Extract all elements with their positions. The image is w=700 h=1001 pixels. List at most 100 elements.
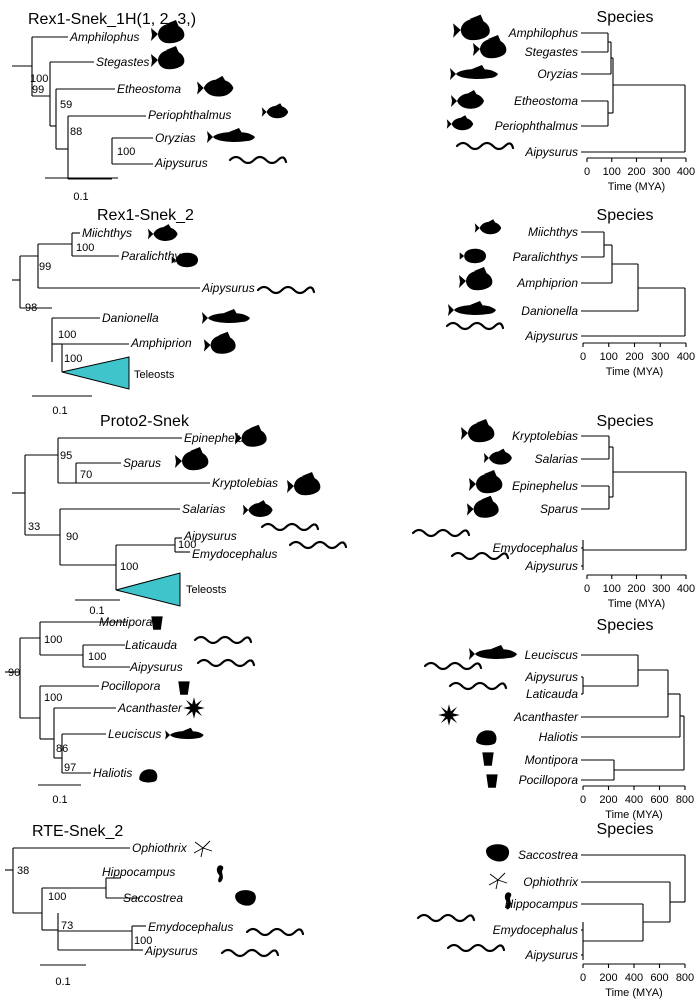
scale-label: 0.1 (52, 794, 67, 806)
bootstrap-value: 38 (17, 865, 29, 877)
fish-icon (461, 419, 495, 443)
bootstrap-value: 100 (76, 242, 94, 254)
tip-label: Leuciscus (108, 727, 161, 741)
collapsed-clade-triangle (115, 572, 181, 607)
tip-label: Stegastes (525, 45, 578, 59)
fish-icon (202, 309, 250, 324)
bootstrap-value: 100 (88, 651, 106, 663)
collapsed-clade-triangle (61, 356, 130, 390)
axis-title: Time (MYA) (608, 598, 665, 610)
fish-icon (287, 472, 321, 496)
fish-icon (451, 90, 484, 109)
fish-icon (446, 115, 474, 131)
axis-tick-label: 800 (676, 794, 694, 806)
tip-label: Aipysurus (524, 559, 578, 573)
tip-label: Miichthys (528, 225, 578, 239)
bootstrap-value: 70 (80, 469, 92, 481)
bootstrap-value: 95 (60, 450, 72, 462)
panel-4: 100Montipora100LaticaudaAipysurus90100Po… (5, 612, 694, 821)
tip-label: Pocillopora (519, 773, 579, 787)
axis-title: Time (MYA) (605, 809, 662, 821)
snake-icon (196, 658, 256, 668)
axis-tick-label: 0 (580, 351, 586, 363)
tip-label: Amphilophus (508, 26, 578, 40)
scale-label: 0.1 (89, 605, 104, 617)
axis-tick-label: 200 (599, 972, 617, 984)
tip-label: Paralichthys (121, 249, 186, 263)
axis-tick-label: 600 (650, 972, 668, 984)
bootstrap-value: 100 (48, 891, 66, 903)
panel-3: Proto2-Snek95EpinephelusSparus70Kryptole… (12, 413, 695, 617)
collapsed-clade-label: Teleosts (134, 369, 175, 381)
snake-icon (245, 927, 305, 937)
tip-label: Emydocephalus (493, 923, 578, 937)
tip-label: Saccostrea (123, 891, 183, 905)
bootstrap-value: 90 (66, 531, 78, 543)
bootstrap-value: 100 (178, 539, 196, 551)
axis-title: Time (MYA) (605, 987, 662, 999)
bootstrap-value: 99 (39, 261, 51, 273)
fish-icon (450, 65, 498, 80)
bootstrap-value: 100 (120, 561, 138, 573)
axis-tick-label: 600 (650, 794, 668, 806)
species-tree-title: Species (597, 207, 654, 224)
snake-icon (450, 551, 510, 561)
tip-label: Pocillopora (101, 679, 161, 693)
bootstrap-value: 90 (8, 667, 20, 679)
axis-tick-label: 300 (651, 351, 669, 363)
bootstrap-value: 100 (134, 935, 152, 947)
tip-label: Leuciscus (525, 648, 578, 662)
tip-label: Saccostrea (518, 848, 578, 862)
tip-label: Ophiothrix (523, 875, 579, 889)
tip-label: Kryptolebias (212, 476, 278, 490)
tip-label: Paralichthys (513, 250, 578, 264)
oyster-icon (235, 890, 256, 906)
bootstrap-value: 100 (44, 634, 62, 646)
fish-icon (448, 301, 496, 316)
shell-icon (139, 769, 158, 783)
tip-label: Aipysurus (201, 281, 255, 295)
bootstrap-value: 88 (70, 126, 82, 138)
tip-label: Oryzias (155, 131, 196, 145)
tip-label: Acanthaster (117, 701, 183, 715)
tip-label: Danionella (102, 311, 159, 325)
tip-label: Salarias (535, 452, 578, 466)
axis-title: Time (MYA) (606, 366, 663, 378)
tip-label: Haliotis (539, 730, 578, 744)
axis-tick-label: 200 (627, 583, 645, 595)
tip-label: Salarias (182, 502, 225, 516)
species-tree-title: Species (597, 9, 654, 26)
panel-5: RTE-Snek_2Ophiothrix38100HippocampusSacc… (5, 821, 694, 999)
panel-1: Rex1-Snek_1H(1, 2, 3,)Amphilophus99Stega… (12, 9, 695, 203)
bootstrap-value: 59 (60, 99, 72, 111)
tip-label: Sparus (123, 456, 161, 470)
snake-icon (228, 155, 288, 165)
tip-label: Aipysurus (144, 944, 198, 958)
shell-icon (476, 730, 497, 746)
species-tree-title: Species (597, 617, 654, 634)
axis-tick-label: 800 (676, 972, 694, 984)
coral-icon (484, 770, 500, 788)
snake-icon (288, 540, 348, 550)
axis-tick-label: 400 (625, 794, 643, 806)
axis-tick-label: 0 (580, 794, 586, 806)
tip-label: Haliotis (93, 766, 132, 780)
tip-label: Epinephelus (512, 479, 578, 493)
snake-icon (256, 285, 316, 295)
tip-label: Oryzias (537, 67, 578, 81)
axis-tick-label: 300 (652, 583, 670, 595)
species-tree-title: Species (597, 413, 654, 430)
tip-label: Aipysurus (183, 529, 237, 543)
axis-tick-label: 0 (584, 583, 590, 595)
tip-label: Laticauda (125, 638, 177, 652)
brittle-star-icon (488, 872, 508, 890)
tip-label: Kryptolebias (512, 429, 578, 443)
panel-2: Rex1-Snek_2 99 100 MiichthysParalichthysAip… (12, 207, 695, 417)
coral-icon (176, 677, 192, 695)
fish-icon (469, 470, 503, 494)
snake-icon (445, 321, 505, 331)
bootstrap-value: 100 (64, 353, 82, 365)
gene-tree-title: Rex1-Snek_2 (97, 207, 194, 224)
fish-icon (483, 448, 512, 465)
